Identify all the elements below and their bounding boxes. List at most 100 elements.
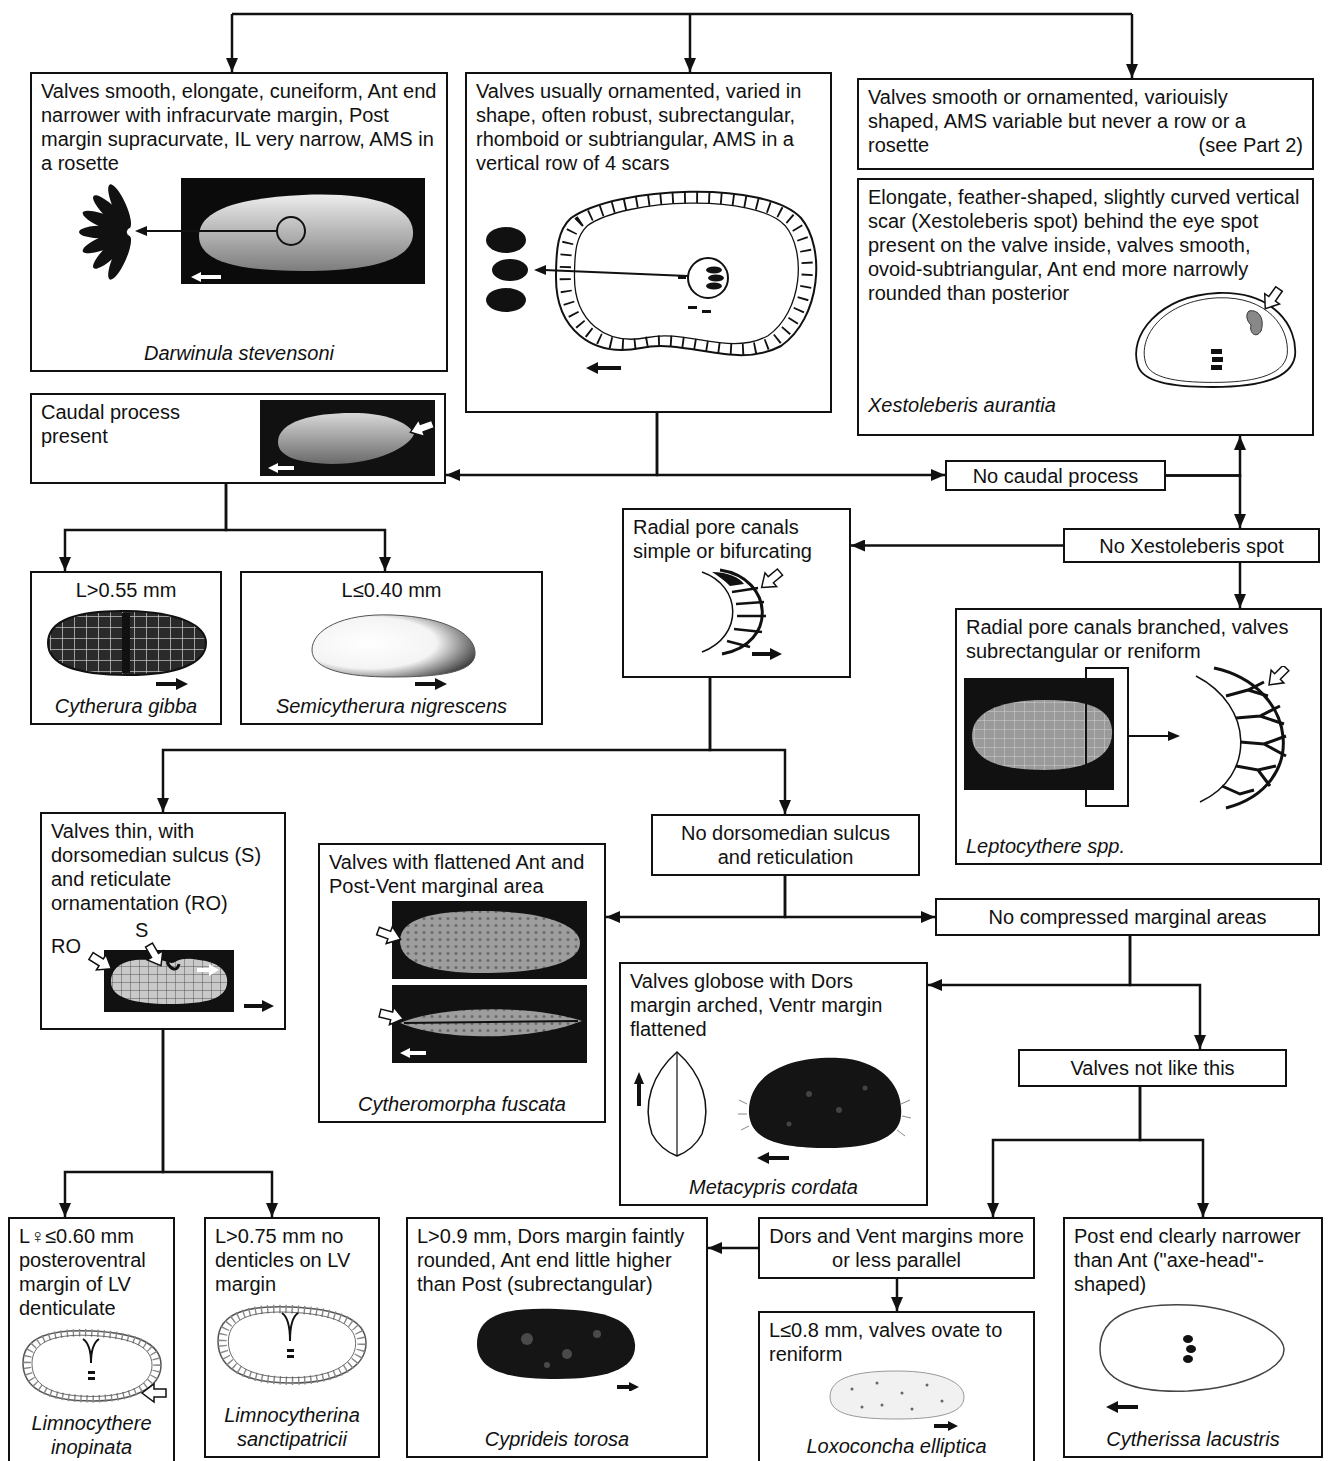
figure-shape [934, 1421, 958, 1431]
figure-shape [850, 1388, 853, 1391]
key-text: Radial pore canals simple or bifurcating [633, 515, 840, 563]
species-name: Limnocythere inopinata [19, 1411, 164, 1459]
key-text: L>0.9 mm, Dors margin faintly rounded, A… [417, 1224, 697, 1296]
figure-shape [231, 14, 234, 72]
figure-shape [1236, 766, 1276, 786]
key-box: Dors and Vent margins more or less paral… [758, 1217, 1035, 1279]
figure-shape [897, 1130, 905, 1136]
key-text: No dorsomedian sulcus and reticulation [662, 821, 909, 869]
connector-arrow [163, 1030, 272, 1217]
key-box: L♀≤0.60 mm posteroventral margin of LV d… [8, 1217, 175, 1461]
figure-shape [167, 962, 179, 969]
key-note: (see Part 2) [1199, 133, 1303, 157]
key-box: Valves usually ornamented, varied in sha… [465, 72, 832, 413]
figure-shape [88, 1377, 95, 1380]
figure-shape [706, 283, 722, 290]
key-text: Valves smooth, elongate, cuneiform, Ant … [41, 79, 437, 175]
figure-shape [862, 1086, 867, 1091]
figure-shape [83, 1339, 99, 1363]
key-text: Valves globose with Dors margin arched, … [630, 969, 917, 1041]
species-name: Cytherissa lacustris [1074, 1427, 1312, 1451]
figure-shape [197, 964, 219, 976]
figure-area [476, 178, 821, 378]
key-text: Dors and Vent margins more or less paral… [769, 1224, 1024, 1272]
figure-shape [1222, 786, 1254, 794]
figure-shape [860, 1406, 863, 1409]
pore-canal-detail [682, 566, 792, 662]
figure-shape [556, 192, 816, 355]
figure-shape [86, 948, 116, 976]
connector-arrow [710, 678, 785, 814]
figure-shape [142, 1384, 166, 1402]
figure-shape [850, 1382, 943, 1411]
key-box: Elongate, feather-shaped, slightly curve… [857, 178, 1314, 436]
figure-shape [392, 985, 587, 1063]
connector-arrow [851, 544, 1063, 547]
key-box: Valves globose with Dors margin arched, … [619, 962, 928, 1206]
figure-shape [222, 1309, 361, 1381]
key-box: Radial pore canals simple or bifurcating [622, 508, 851, 678]
connector-arrow [65, 1030, 163, 1217]
figure-shape [739, 1100, 747, 1104]
figure-shape [925, 1384, 928, 1387]
figure-shape [1144, 298, 1287, 383]
connector-arrow [785, 876, 935, 917]
figure-shape [786, 1122, 791, 1127]
valve-drawing [476, 178, 821, 378]
connector-arrow [226, 484, 385, 571]
figure-shape [738, 1114, 747, 1115]
key-box: Valves smooth or ornamented, variouisly … [857, 78, 1314, 170]
figure-shape [135, 226, 147, 236]
key-box: L>0.75 mm no denticles on LV margin Limn… [204, 1217, 380, 1458]
figure-shape [727, 588, 766, 647]
figure-shape [111, 959, 227, 1004]
key-box: L>0.9 mm, Dors margin faintly rounded, A… [406, 1217, 708, 1458]
figure-shape [875, 1382, 878, 1385]
figure-shape [1100, 1305, 1284, 1391]
species-name: Cytherura gibba [41, 694, 211, 718]
species-name: Cyprideis torosa [417, 1427, 697, 1451]
cytheromorpha-photos [332, 901, 592, 1066]
figure-shape [1262, 666, 1292, 691]
darwinula-figure [41, 178, 437, 286]
figure-shape [31, 1335, 151, 1396]
figure-area [332, 901, 592, 1066]
key-text: L>0.75 mm no denticles on LV margin [215, 1224, 369, 1296]
figure-shape [287, 1355, 294, 1358]
cytherissa-drawing [1088, 1299, 1298, 1417]
figure-shape [708, 275, 724, 282]
key-box: Post end clearly narrower than Ant ("axe… [1063, 1217, 1323, 1458]
figure-shape [141, 941, 169, 971]
figure-shape [486, 288, 526, 312]
species-name: Loxoconcha elliptica [769, 1434, 1024, 1458]
figure-shape [218, 1307, 366, 1383]
figure-label: RO [51, 934, 81, 958]
figure-shape [544, 270, 688, 276]
figure-shape [748, 1058, 900, 1148]
limnocythere-drawing [17, 1323, 167, 1408]
key-box: Valves with flattened Ant and Post-Vent … [318, 843, 606, 1123]
figure-shape [104, 182, 135, 231]
cytherura-photo [38, 605, 214, 691]
figure-shape [1211, 349, 1222, 354]
limnocythere-photo [49, 918, 277, 1018]
figure-shape [1240, 736, 1286, 756]
figure-shape [1214, 668, 1283, 808]
connector-arrow [1140, 1087, 1203, 1217]
species-name: Limnocytherina sanctipatricii [215, 1403, 369, 1451]
figure-area: SRO [49, 918, 277, 1018]
species-name: Darwinula stevensoni [41, 341, 437, 365]
figure-shape [1236, 706, 1284, 724]
figure-shape [688, 258, 728, 298]
figure-shape [732, 588, 758, 592]
xestoleberis-drawing [1113, 281, 1303, 393]
figure-shape [786, 1086, 867, 1127]
key-text: Valves with flattened Ant and Post-Vent … [329, 850, 595, 898]
figure-shape [191, 272, 221, 282]
figure-shape [1086, 668, 1128, 806]
key-label: No caudal process [953, 464, 1158, 488]
figure-shape [972, 700, 1112, 770]
figure-shape [901, 1100, 910, 1104]
figure-shape [375, 923, 404, 948]
figure-shape [757, 1152, 789, 1164]
